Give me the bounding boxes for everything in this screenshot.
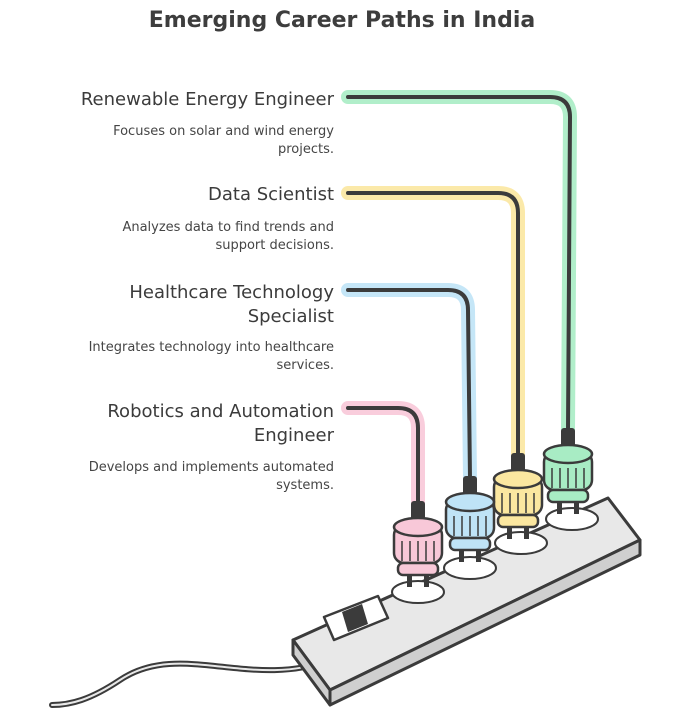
plug-icon <box>444 476 496 562</box>
cord-healthcare-technology-specialist <box>341 283 477 485</box>
career-title-healthcare-technology-specialist: Healthcare Technology Specialist <box>129 282 334 327</box>
career-title-robotics-and-automation-engineer: Robotics and Automation Engineer <box>107 401 334 446</box>
cord-data-scientist <box>341 186 525 462</box>
cable-icon <box>49 657 333 708</box>
career-description-robotics-and-automation-engineer: Develops and implements automated system… <box>88 460 334 493</box>
page-title: Emerging Career Paths in India <box>148 8 536 33</box>
plug-icon <box>492 453 544 539</box>
career-title-renewable-energy-engineer: Renewable Energy Engineer <box>80 89 334 110</box>
cord-robotics-and-automation-engineer <box>341 401 425 510</box>
career-description-healthcare-technology-specialist: Integrates technology into healthcare se… <box>88 340 334 373</box>
plug-icon <box>392 501 444 587</box>
career-title-data-scientist: Data Scientist <box>208 184 334 205</box>
power-switch-icon <box>322 594 390 642</box>
career-description-data-scientist: Analyzes data to find trends and support… <box>122 220 334 253</box>
cord-renewable-energy-engineer <box>341 90 577 437</box>
career-description-renewable-energy-engineer: Focuses on solar and wind energy project… <box>113 124 334 157</box>
plug-icon <box>542 428 594 514</box>
